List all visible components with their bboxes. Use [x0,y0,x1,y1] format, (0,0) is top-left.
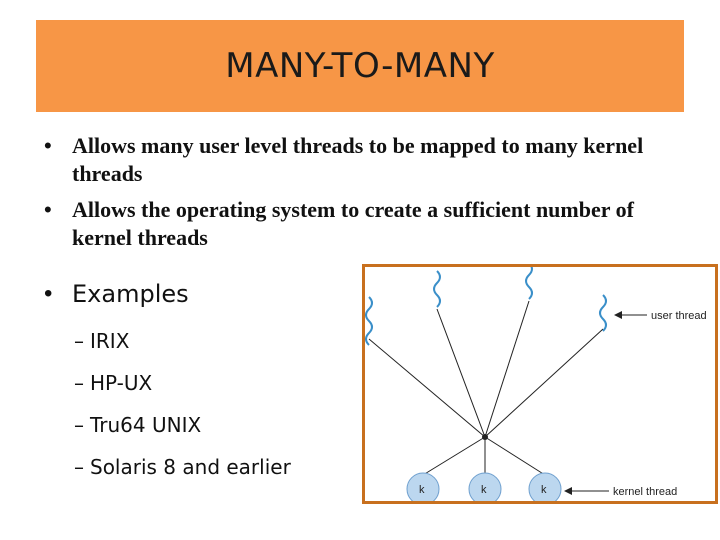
kernel-node-label: k [481,484,487,496]
example-item: –Solaris 8 and earlier [74,455,291,479]
examples-heading: • Examples [44,280,189,308]
kernel-thread-label: kernel thread [613,486,677,498]
example-text: HP-UX [90,371,153,395]
kernel-thread-node [406,472,440,501]
mapping-line [368,338,486,438]
bullet-item: • Allows many user level threads to be m… [44,132,684,188]
example-text: Solaris 8 and earlier [90,455,291,479]
kernel-node-label: k [419,484,425,496]
convergence-point [482,434,488,440]
bullet-dot: • [44,280,53,307]
mapping-line [436,308,486,438]
bullet-dot: • [44,133,52,158]
bullet-text: Allows many user level threads to be map… [72,133,644,186]
diagram-svg: user thread k k k kernel thread [365,267,707,501]
title-bar: MANY-TO-MANY [36,20,684,112]
bullet-list: • Allows many user level threads to be m… [44,132,684,260]
bullet-dot: • [44,197,52,222]
example-item: –IRIX [74,329,130,353]
examples-heading-text: Examples [72,280,189,308]
examples-list: –IRIX –HP-UX –Tru64 UNIX –Solaris 8 and … [74,326,291,494]
slide-title: MANY-TO-MANY [225,46,495,86]
bullet-item: • Allows the operating system to create … [44,196,684,252]
mapping-line [484,436,546,476]
example-item: –Tru64 UNIX [74,413,202,437]
mapping-line [422,436,486,476]
user-thread-squiggle-icon [433,270,441,308]
example-text: Tru64 UNIX [90,413,202,437]
user-thread-squiggle-icon [599,294,607,332]
kernel-thread-node [528,472,562,501]
user-thread-squiggle-icon [365,296,373,346]
kernel-node-label: k [541,484,547,496]
example-text: IRIX [90,329,130,353]
bullet-text: Allows the operating system to create a … [72,197,634,250]
many-to-many-diagram: user thread k k k kernel thread [362,264,718,504]
user-thread-squiggle-icon [525,267,533,300]
kernel-thread-node [468,472,502,501]
mapping-line [484,328,604,438]
user-thread-label: user thread [651,310,707,322]
mapping-line [484,300,530,438]
example-item: –HP-UX [74,371,153,395]
